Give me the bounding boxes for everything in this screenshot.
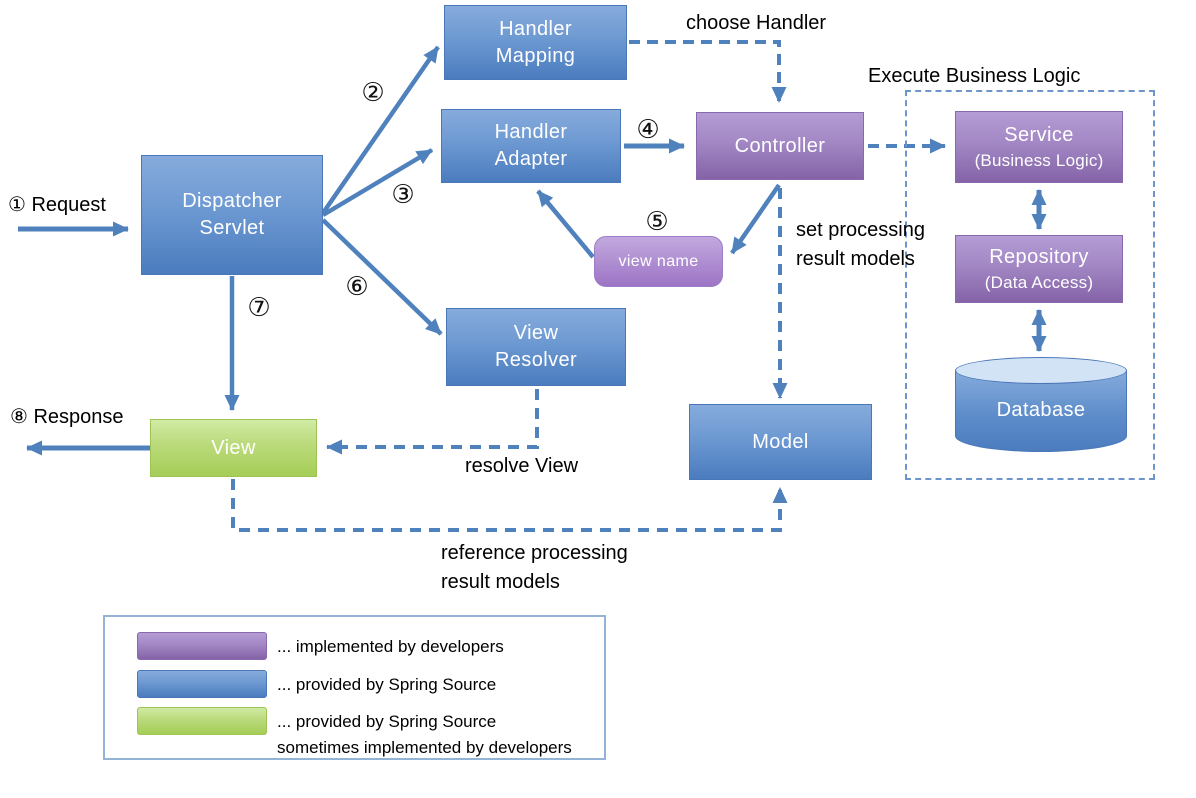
reference-processing-note: reference processing result models xyxy=(441,542,628,593)
arrow-controller-to-view-name xyxy=(730,183,781,255)
repository-label: Repository xyxy=(989,245,1089,268)
legend-swatch-purple xyxy=(137,632,267,660)
step2-number: ② xyxy=(361,77,385,107)
choose-handler-note: choose Handler xyxy=(686,12,827,34)
view-resolver-box: View Resolver xyxy=(446,308,626,386)
view-label: View xyxy=(211,436,256,459)
repository-subtitle: (Data Access) xyxy=(984,272,1094,292)
dispatcher-servlet-label: Dispatcher Servlet xyxy=(182,190,282,239)
model-box: Model xyxy=(689,404,872,480)
step1-request-label: ① Request xyxy=(8,194,106,216)
step8-response-label: ⑧ Response xyxy=(10,406,124,428)
controller-box: Controller xyxy=(696,112,864,180)
view-name-label: view name xyxy=(618,252,699,270)
arrow-step6-to-view-resolver xyxy=(321,218,443,336)
service-subtitle: (Business Logic) xyxy=(974,150,1104,170)
step5-number: ⑤ xyxy=(645,206,669,236)
dashed-arrow-view-to-model xyxy=(231,479,788,532)
dashed-arrow-resolver-to-view xyxy=(326,389,539,455)
legend-label-implemented: ... implemented by developers xyxy=(277,637,504,656)
arrow-step2-to-handler-mapping xyxy=(321,45,440,215)
model-label: Model xyxy=(752,430,809,453)
step3-number: ③ xyxy=(391,179,415,209)
step6-number: ⑥ xyxy=(345,271,369,301)
step7-number: ⑦ xyxy=(247,292,271,322)
handler-adapter-label: Handler Adapter xyxy=(494,121,568,170)
handler-adapter-box: Handler Adapter xyxy=(441,109,621,183)
legend-swatch-blue xyxy=(137,670,267,698)
controller-label: Controller xyxy=(734,134,826,157)
set-processing-note: set processing result models xyxy=(796,219,925,270)
database-label: Database xyxy=(996,399,1086,421)
legend-label-provided-sometimes: ... provided by Spring Source sometimes … xyxy=(277,712,572,757)
resolve-view-note: resolve View xyxy=(465,455,579,477)
database-cylinder: Database xyxy=(955,357,1127,452)
dispatcher-servlet-box: Dispatcher Servlet xyxy=(141,155,323,275)
dashed-arrow-choose-handler xyxy=(629,40,787,103)
legend-swatch-green xyxy=(137,707,267,735)
handler-mapping-label: Handler Mapping xyxy=(495,17,576,67)
execute-business-logic-note: Execute Business Logic xyxy=(868,65,1081,87)
service-label: Service xyxy=(1004,123,1074,146)
view-resolver-label: View Resolver xyxy=(494,322,578,371)
legend-label-provided: ... provided by Spring Source xyxy=(277,675,497,694)
step4-number: ④ xyxy=(636,114,660,144)
arrow-view-name-to-adapter xyxy=(536,189,595,259)
database-cylinder-lid xyxy=(955,357,1127,384)
handler-mapping-box: Handler Mapping xyxy=(444,5,627,80)
view-name-box: view name xyxy=(594,236,723,287)
service-box: Service (Business Logic) xyxy=(955,111,1123,183)
view-box: View xyxy=(150,419,317,477)
legend-box: ... implemented by developers ... provid… xyxy=(103,615,606,760)
business-logic-boundary xyxy=(905,90,1155,480)
arrow-step3-to-handler-adapter xyxy=(321,148,434,217)
repository-box: Repository (Data Access) xyxy=(955,235,1123,303)
